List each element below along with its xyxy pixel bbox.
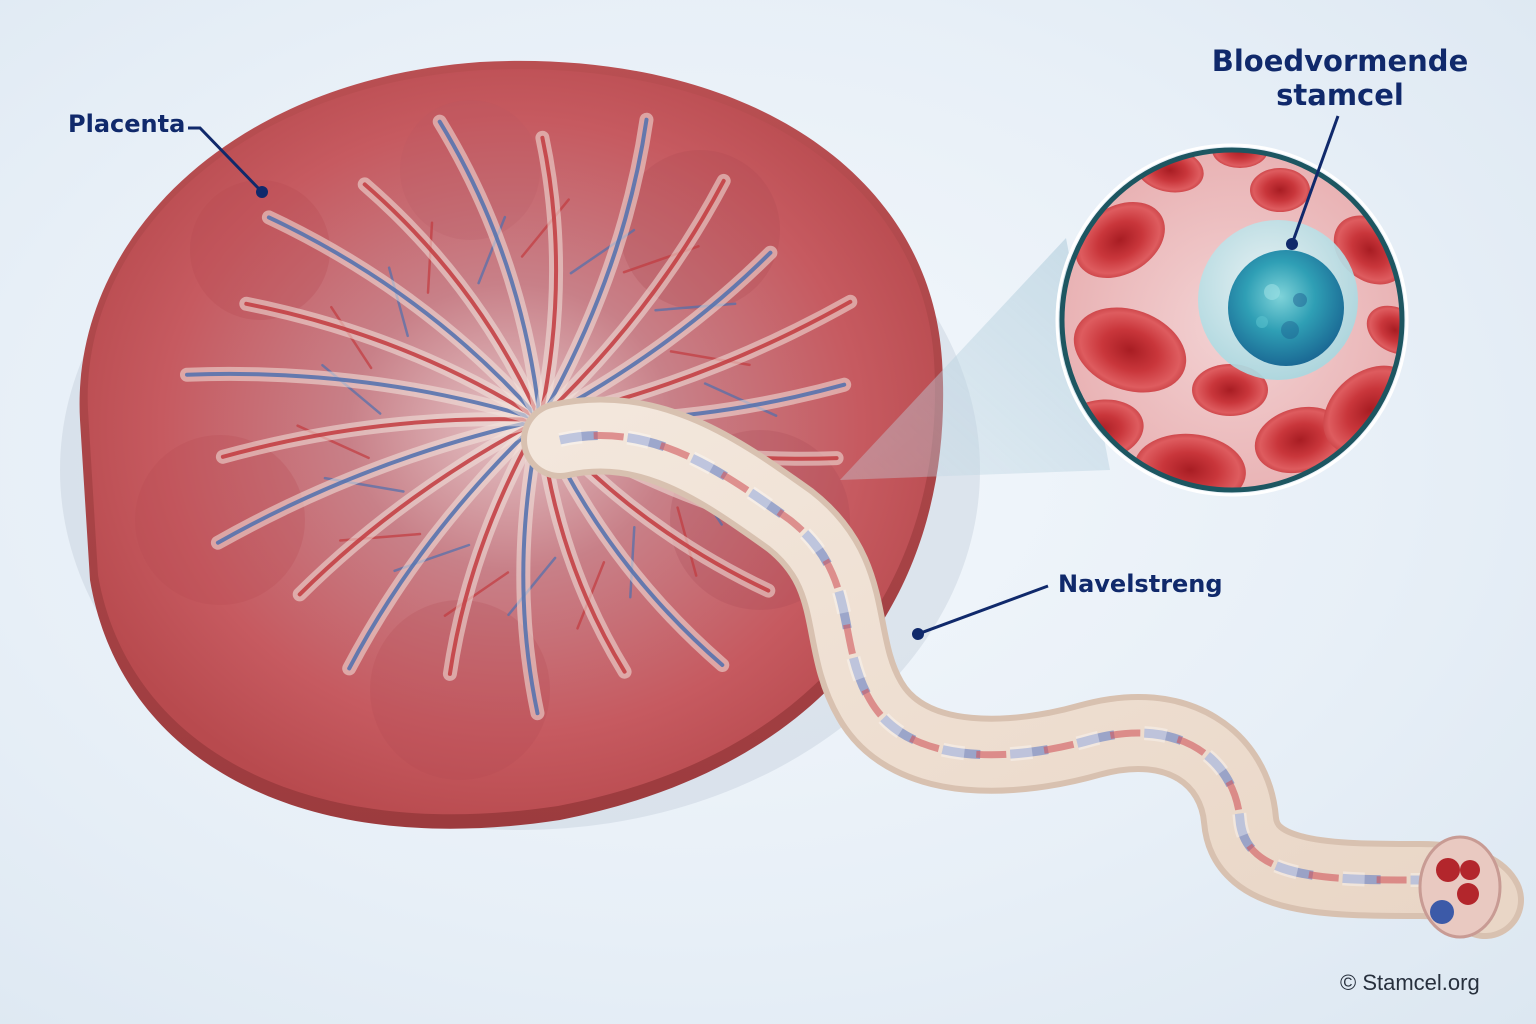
red-blood-cell [1254, 406, 1346, 474]
zoom-beam [840, 238, 1110, 480]
placenta-illustration [79, 60, 944, 829]
red-blood-cell [1366, 305, 1400, 355]
stem-cell-label-line2: stamcel [1276, 78, 1404, 112]
placenta-vessel [347, 418, 542, 671]
leader-lines [188, 115, 1340, 640]
placenta-leader-line [188, 126, 264, 194]
placenta-vessel [538, 178, 726, 422]
stem-cell-illustration [1198, 220, 1358, 380]
placenta-vessel [266, 215, 542, 422]
red-blood-cell [1192, 364, 1268, 416]
placenta-vessel-branch [387, 266, 409, 338]
placenta-vessel [220, 417, 542, 459]
umbilical-cord-label: Navelstreng [1058, 570, 1223, 598]
placenta-leader-dot [256, 186, 268, 198]
placenta-vessel [185, 371, 542, 422]
cord-leader-dot [912, 628, 924, 640]
placenta-vessel-branch [507, 556, 557, 617]
stem-cell-leader-dot [1286, 238, 1298, 250]
copyright-notice: © Stamcel.org [1340, 970, 1480, 995]
placenta-vessel [538, 135, 559, 422]
red-blood-cell [1075, 202, 1165, 278]
stem-cell-label: Bloedvormende stamcel [1190, 44, 1490, 112]
stem-cell-label-line1: Bloedvormende [1211, 44, 1469, 78]
stem-cell-leader-line [1290, 115, 1340, 245]
placenta-vessel-branch [477, 215, 507, 285]
placenta-label: Placenta [68, 110, 186, 138]
placenta-vessel [538, 117, 649, 422]
cord-leader-line [917, 584, 1049, 636]
blood-cell-magnifier [1055, 143, 1409, 497]
placenta-vessel-branch [520, 198, 570, 258]
red-blood-cell [1212, 152, 1268, 168]
placenta-vessel [362, 182, 542, 422]
placenta-vessel-branch [443, 571, 510, 617]
placenta-vessel [297, 418, 542, 597]
placenta-vessel [215, 418, 542, 545]
red-blood-cell [1073, 307, 1187, 393]
umbilical-cord-illustration [521, 396, 1524, 939]
red-blood-cell [1134, 433, 1246, 488]
red-blood-cell [1250, 168, 1310, 212]
placenta-vessel [447, 418, 542, 676]
placenta-vessel [437, 119, 542, 422]
placenta-vessel [244, 301, 542, 422]
